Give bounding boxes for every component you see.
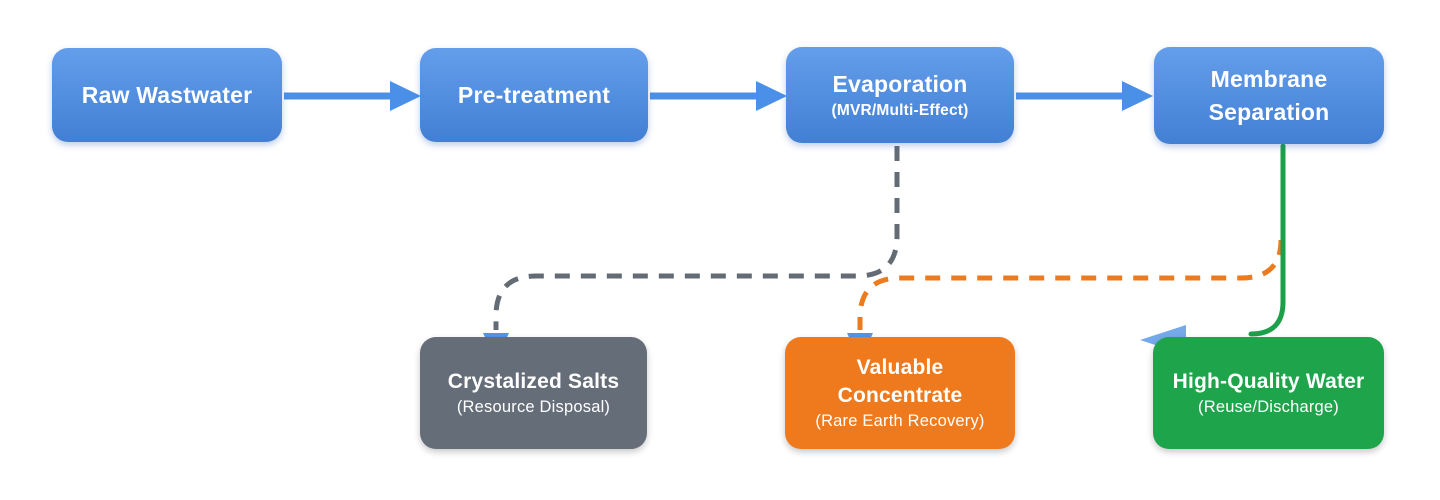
edge-membrane-to-water [1248, 143, 1286, 337]
node-valuable-concentrate: Valuable Concentrate (Rare Earth Recover… [785, 337, 1015, 449]
node-subtitle: (Reuse/Discharge) [1198, 398, 1339, 417]
node-subtitle: (Resource Disposal) [456, 398, 611, 417]
edge-membrane-to-concentrate [857, 239, 1284, 330]
node-subtitle: (Rare Earth Recovery) [815, 412, 985, 431]
node-title: High-Quality Water [1172, 369, 1365, 393]
node-crystalized-salts: Crystalized Salts (Resource Disposal) [420, 337, 647, 449]
node-title: Valuable Concentrate [837, 355, 963, 407]
edge-evaporation-to-salts [493, 146, 900, 330]
node-title: Membrane Separation [1208, 65, 1330, 125]
node-subtitle: (MVR/Multi-Effect) [831, 101, 969, 119]
node-high-quality-water: High-Quality Water (Reuse/Discharge) [1153, 337, 1384, 449]
arrowhead-right-icon [390, 81, 421, 111]
arrowhead-right-icon [1122, 81, 1153, 111]
node-title: Pre-treatment [457, 81, 611, 108]
node-membrane-separation: Membrane Separation [1154, 47, 1384, 144]
node-title: Raw Wastwater [81, 81, 253, 108]
node-pre-treatment: Pre-treatment [420, 48, 648, 142]
node-raw-wastewater: Raw Wastwater [52, 48, 282, 142]
arrowhead-right-icon [756, 81, 787, 111]
node-title: Evaporation [832, 71, 968, 98]
node-evaporation: Evaporation (MVR/Multi-Effect) [786, 47, 1014, 143]
node-title: Crystalized Salts [447, 369, 620, 393]
